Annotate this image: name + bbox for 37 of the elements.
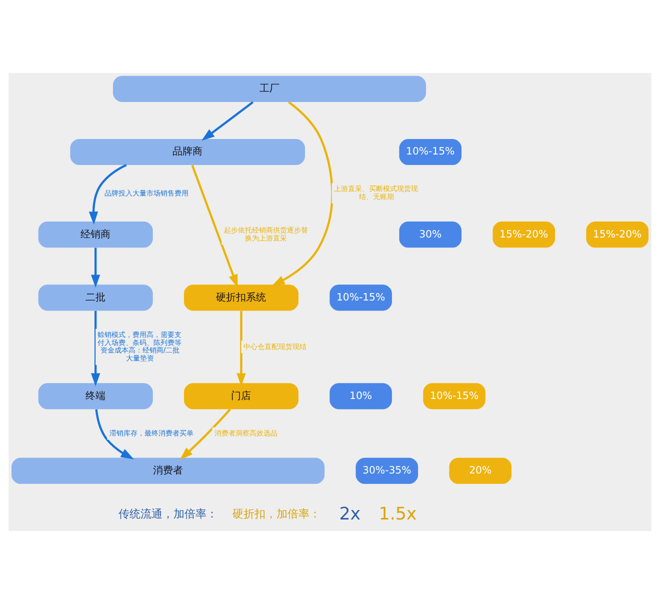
node-box: 10%-15% bbox=[423, 382, 486, 409]
label: 1.5x bbox=[378, 504, 417, 524]
node-box: 15%-20% bbox=[586, 221, 648, 248]
arrow bbox=[202, 100, 254, 140]
node-box: 30%-35% bbox=[356, 457, 418, 484]
edge-label: 品牌投入大量市场销售费用 bbox=[104, 188, 188, 197]
node-box: 10%-15% bbox=[330, 284, 392, 310]
arrow bbox=[180, 408, 231, 460]
label: 硬折扣，加倍率： bbox=[232, 507, 321, 520]
node-box: 硬折扣系统 bbox=[184, 284, 298, 310]
node-box: 10%-15% bbox=[399, 138, 462, 165]
node-box: 消费者 bbox=[12, 457, 325, 484]
arrow bbox=[90, 247, 100, 288]
node-box: 20% bbox=[449, 457, 512, 484]
node-box: 30% bbox=[399, 221, 462, 248]
node-box: 二批 bbox=[38, 284, 153, 310]
node-box: 工厂 bbox=[112, 75, 426, 102]
arrow bbox=[272, 100, 334, 286]
node-box: 经销商 bbox=[38, 221, 153, 248]
label: 传统流通，加倍率： bbox=[118, 507, 218, 520]
node-box: 15%-20% bbox=[492, 221, 556, 248]
arrow bbox=[95, 408, 134, 459]
edge-label: 消费者洞察高效选品 bbox=[214, 428, 278, 438]
edge-label: 赊销模式，费用高，需要支付入场费、条码、陈列费等资金成本高：经销商/二批大量垫资 bbox=[98, 329, 182, 362]
edge-label: 上游直采、买断模式现货现结、无账期 bbox=[334, 184, 418, 201]
node-box: 终端 bbox=[38, 382, 153, 409]
node-box: 门店 bbox=[184, 382, 298, 409]
arrow bbox=[88, 164, 127, 224]
label: 2x bbox=[339, 504, 361, 524]
edge-label: 中心仓直配现货现结 bbox=[243, 342, 306, 351]
node-box: 10% bbox=[330, 382, 392, 409]
arrow bbox=[90, 310, 100, 386]
arrow bbox=[191, 164, 238, 288]
node-box: 品牌商 bbox=[70, 138, 305, 165]
edge-label: 起步依托经销商供货逐步替换为上游直采 bbox=[224, 224, 308, 242]
arrow bbox=[236, 310, 246, 386]
edge-label: 滞销库存，最终消费者买单 bbox=[109, 428, 194, 438]
